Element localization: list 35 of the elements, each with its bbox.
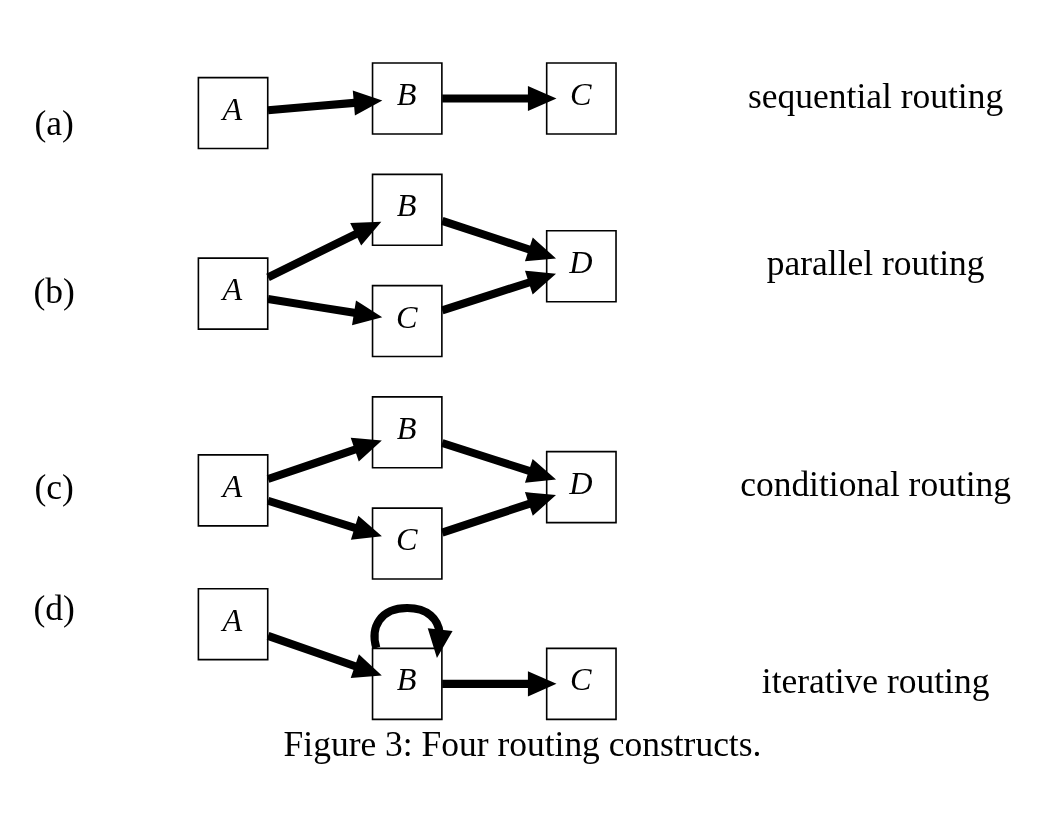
label: sequential routing	[748, 75, 1004, 116]
arrow	[266, 437, 382, 483]
arrow	[266, 221, 382, 281]
node-box: D	[545, 229, 617, 302]
label: iterative routing	[761, 660, 990, 701]
node-box: A	[197, 256, 269, 330]
arrow	[266, 631, 382, 678]
arrow	[442, 85, 557, 111]
node-box: C	[545, 61, 617, 135]
node-box: B	[371, 647, 443, 720]
node-box: D	[545, 450, 617, 523]
arrow	[442, 670, 557, 696]
arrow	[267, 89, 383, 115]
label: (c)	[34, 466, 74, 507]
label: parallel routing	[766, 242, 985, 283]
arrow	[440, 270, 557, 314]
node-box: C	[545, 647, 617, 720]
caption: Figure 3: Four routing constructs.	[283, 723, 762, 764]
node-box: B	[371, 61, 443, 135]
node-box: B	[371, 395, 443, 469]
arrow	[440, 438, 557, 483]
node-box: C	[371, 506, 443, 580]
node-box: A	[197, 453, 269, 527]
label: (d)	[33, 587, 75, 628]
node-box: A	[197, 76, 269, 149]
label: (a)	[34, 102, 74, 143]
node-box: C	[371, 284, 443, 357]
node-box: A	[197, 587, 269, 660]
arrow	[267, 294, 383, 325]
label: conditional routing	[740, 463, 1012, 504]
node-box: B	[371, 173, 443, 246]
label: (b)	[33, 270, 75, 311]
arrow	[266, 496, 382, 540]
arrow	[440, 216, 556, 261]
arrow	[440, 491, 556, 536]
